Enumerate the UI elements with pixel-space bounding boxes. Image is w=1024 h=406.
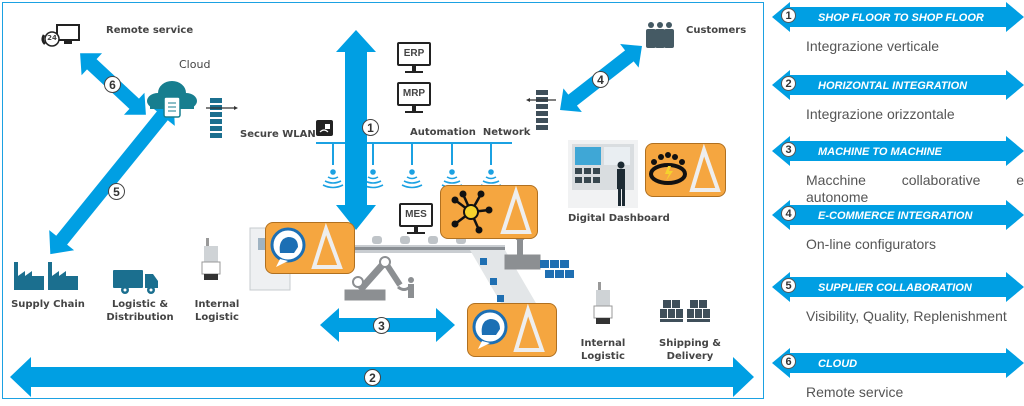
legend-title: SHOP FLOOR TO SHOP FLOOR	[818, 12, 984, 24]
internal-logistic-left-label: Internal Logistic	[194, 299, 240, 323]
legend-number: 1	[781, 8, 796, 23]
ai-brain-icon	[472, 303, 545, 352]
ai-brain-box-left	[265, 222, 355, 274]
remote-service-icon	[41, 24, 80, 47]
shipping-delivery-label: Shipping & Delivery	[659, 338, 721, 362]
arrow-2-badge: 2	[364, 369, 381, 386]
wifi-icon	[322, 169, 344, 189]
mrp-label: MRP	[402, 88, 426, 99]
legend-description: Remote service	[806, 384, 904, 400]
legend-title: E-COMMERCE INTEGRATION	[818, 210, 973, 222]
arrow-3-badge: 3	[373, 317, 390, 334]
legend-arrow-icon	[772, 2, 1024, 32]
ai-brain-box-right	[467, 303, 557, 357]
legend-number: 4	[781, 206, 796, 221]
legend-title: HORIZONTAL INTEGRATION	[818, 80, 968, 92]
network-hub-icon	[451, 185, 532, 234]
cloud-label: Cloud	[179, 58, 211, 71]
internal-logistic-robot-icon	[201, 238, 221, 280]
cloud-icon	[147, 81, 197, 118]
supply-chain-label: Supply Chain	[11, 299, 85, 310]
digital-dashboard-label: Digital Dashboard	[568, 213, 670, 224]
internal-logistic-right-label: Internal Logistic	[580, 338, 626, 362]
legend-description: Integrazione orizzontale	[806, 106, 955, 122]
erp-label: ERP	[403, 48, 425, 59]
logistic-distribution-label: Logistic & Distribution	[106, 299, 174, 323]
secure-wlan-label: Secure WLAN	[240, 129, 316, 140]
network-drops	[332, 143, 492, 165]
legend-description: On-line configurators	[806, 236, 936, 252]
team-collaboration-icon	[649, 143, 721, 192]
internal-logistic-robot-icon	[593, 282, 613, 324]
erp-monitor-icon: ERP	[397, 42, 431, 73]
legend-arrow-icon	[772, 70, 1024, 100]
customers-label: Customers	[686, 25, 747, 36]
network-hub-box	[440, 185, 538, 239]
truck-icon	[113, 270, 158, 294]
arrow-5-badge: 5	[108, 183, 125, 200]
legend-arrow-icon	[772, 200, 1024, 230]
automation-network-label: Automation Network	[410, 127, 531, 138]
remote-service-label: Remote service	[106, 25, 194, 36]
arrow-5-supplier	[49, 101, 175, 255]
collaboration-box	[645, 143, 726, 197]
legend-title: SUPPLIER COLLABORATION	[818, 282, 972, 294]
secure-wlan-icon	[316, 120, 333, 136]
arrow-1-badge: 1	[362, 119, 379, 136]
legend-title: MACHINE TO MACHINE	[818, 146, 942, 158]
diagram-frame	[2, 2, 764, 399]
mes-monitor-icon: MES	[399, 203, 433, 234]
legend-number: 2	[781, 76, 796, 91]
legend-arrow-icon	[772, 348, 1024, 378]
arrow-4-badge: 4	[592, 71, 609, 88]
arrow-2-horizontal	[10, 357, 754, 397]
arrow-1-vertical	[336, 30, 376, 230]
legend-description: Visibility, Quality, Replenishment	[806, 308, 1007, 324]
legend-description: Macchine collaborative e autonome	[806, 172, 1024, 205]
legend-description: Integrazione verticale	[806, 38, 940, 54]
legend-number: 3	[781, 142, 796, 157]
legend-title: CLOUD	[818, 358, 858, 370]
legend-number: 6	[781, 354, 796, 369]
firewall-icon	[206, 98, 238, 138]
wifi-icon	[401, 169, 423, 189]
legend-number: 5	[781, 278, 796, 293]
ai-brain-icon	[270, 222, 343, 269]
arrow-6-badge: 6	[104, 76, 121, 93]
supply-chain-icon	[14, 262, 78, 290]
shipping-pallets-icon	[660, 300, 710, 322]
customers-icon	[646, 22, 674, 48]
legend-arrow-icon	[772, 136, 1024, 166]
digital-dashboard-illustration	[568, 140, 638, 208]
mes-label: MES	[405, 209, 427, 220]
remote-24-label: 24	[47, 34, 57, 42]
mrp-monitor-icon: MRP	[397, 82, 431, 113]
firewall-icon	[526, 90, 556, 130]
legend-arrow-icon	[772, 272, 1024, 302]
factory-floor-illustration	[249, 227, 574, 310]
